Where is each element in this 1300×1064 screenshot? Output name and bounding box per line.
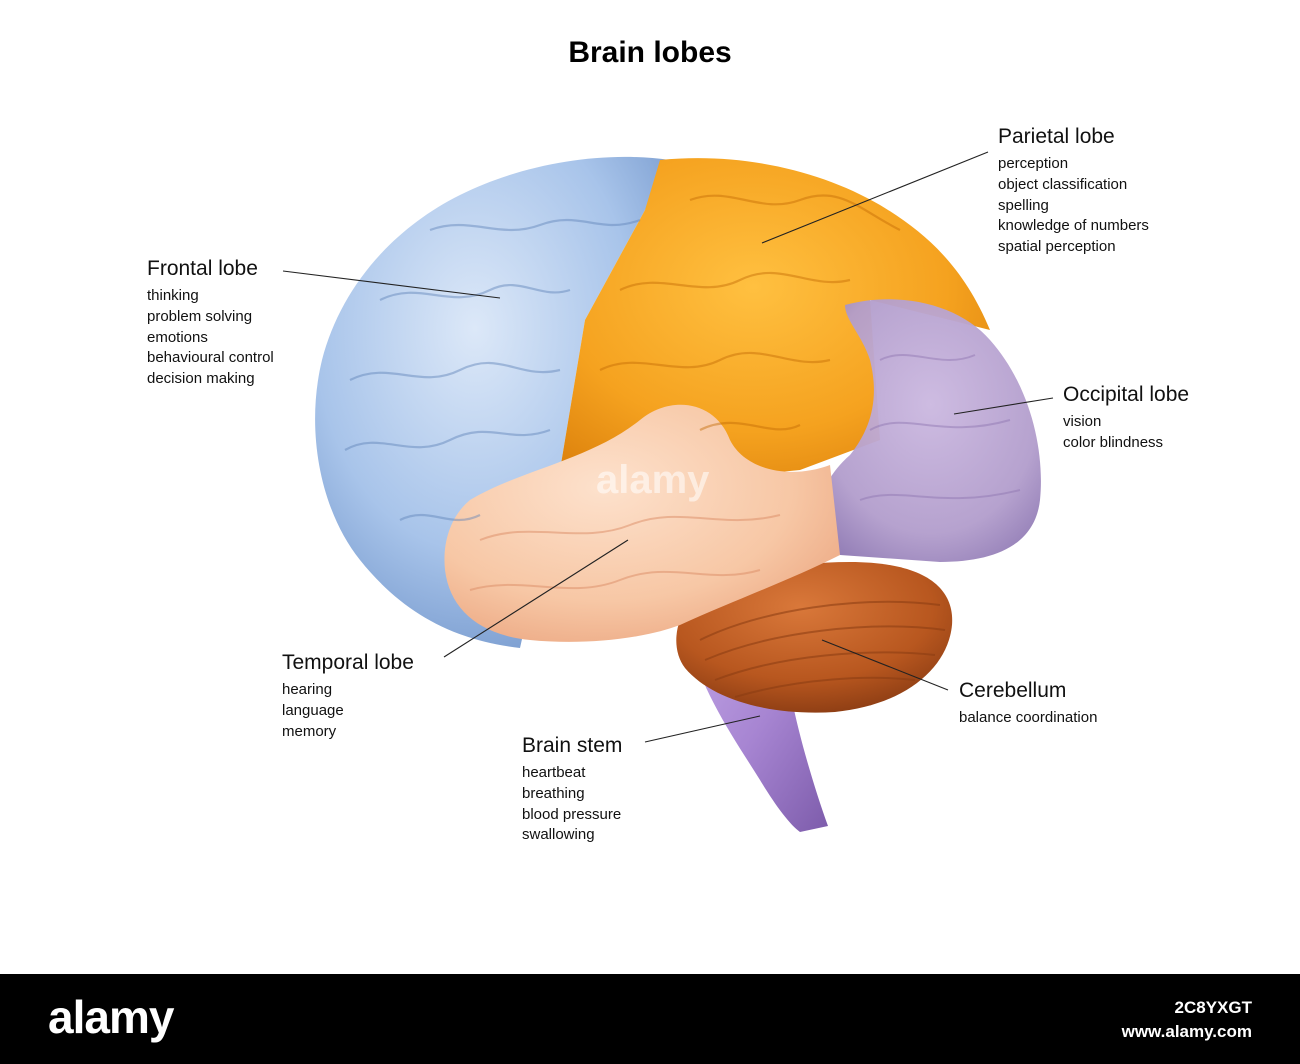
occipital-lobe-label: Occipital lobe vision color blindness [1063, 382, 1189, 454]
diagram-title: Brain lobes [568, 36, 732, 69]
list-item: spelling [998, 196, 1049, 214]
brain-stem-leader-line [644, 715, 761, 743]
list-item: heartbeat [522, 764, 586, 781]
list-item: thinking [147, 287, 199, 304]
temporal-lobe-functions: hearing language memory [282, 680, 414, 742]
parietal-lobe-label: Parietal lobe perception object classifi… [998, 124, 1149, 258]
image-code: 2C8YXGT [1174, 998, 1252, 1017]
list-item: problem solving [147, 307, 253, 325]
temporal-lobe-label: Temporal lobe hearing language memory [282, 650, 414, 742]
site-url: www.alamy.com [1121, 1022, 1252, 1041]
list-item: breathing [522, 784, 585, 802]
list-item: vision [1063, 413, 1102, 430]
brain-stem-functions: heartbeat breathing blood pressure swall… [522, 763, 622, 846]
occipital-lobe-region [820, 299, 1041, 562]
list-item: balance coordination [959, 709, 1098, 726]
list-item: perception [998, 155, 1069, 172]
list-item: language [282, 701, 344, 719]
list-item: blood pressure [522, 805, 622, 823]
alamy-logo: alamy [48, 991, 174, 1043]
parietal-lobe-region [560, 158, 990, 480]
list-item: emotions [147, 328, 208, 346]
watermark: alamy [596, 458, 710, 502]
brain-stem-label: Brain stem heartbeat breathing blood pre… [522, 733, 622, 846]
frontal-lobe-region [315, 156, 670, 648]
occipital-leader-line [953, 397, 1054, 415]
occipital-lobe-functions: vision color blindness [1063, 412, 1189, 454]
cerebellum-leader-line [821, 639, 949, 691]
list-item: spatial perception [998, 238, 1116, 256]
brain-stem-heading: Brain stem [522, 734, 623, 757]
temporal-lobe-heading: Temporal lobe [282, 651, 414, 674]
frontal-lobe-functions: thinking problem solving emotions behavi… [147, 286, 274, 390]
list-item: object classification [998, 175, 1128, 193]
occipital-lobe-heading: Occipital lobe [1063, 383, 1190, 406]
stock-footer-bar: alamy 2C8YXGT www.alamy.com [0, 974, 1300, 1064]
list-item: hearing [282, 681, 333, 698]
brain-illustration [282, 151, 1054, 832]
parietal-lobe-heading: Parietal lobe [998, 125, 1115, 148]
parietal-lobe-functions: perception object classification spellin… [998, 154, 1149, 258]
list-item: behavioural control [147, 349, 274, 367]
frontal-leader-line [282, 270, 501, 299]
list-item: color blindness [1063, 433, 1164, 451]
temporal-leader-line [443, 539, 629, 658]
frontal-lobe-label: Frontal lobe thinking problem solving em… [147, 256, 274, 390]
cerebellum-functions: balance coordination [959, 708, 1097, 729]
cerebellum-heading: Cerebellum [959, 679, 1067, 702]
list-item: knowledge of numbers [998, 217, 1149, 235]
list-item: decision making [147, 370, 255, 388]
cerebellum-label: Cerebellum balance coordination [959, 678, 1097, 729]
frontal-lobe-heading: Frontal lobe [147, 257, 258, 280]
cerebellum-region [676, 562, 953, 713]
list-item: memory [282, 722, 337, 740]
temporal-lobe-region [444, 404, 840, 642]
list-item: swallowing [522, 826, 595, 844]
parietal-leader-line [761, 151, 989, 244]
